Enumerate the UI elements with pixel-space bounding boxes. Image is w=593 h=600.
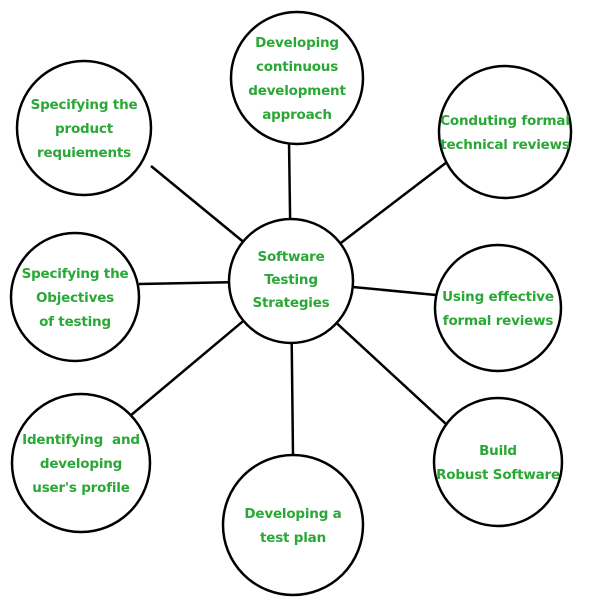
node-label-line: product bbox=[55, 121, 114, 137]
node-label-line: developing bbox=[40, 456, 122, 472]
node-label-line: Testing bbox=[264, 272, 318, 288]
node-label-line: of testing bbox=[39, 314, 111, 330]
node-effective-formal-reviews: Using effective formal reviews bbox=[433, 243, 563, 373]
center-circle bbox=[227, 217, 355, 345]
node-test-plan: Developing a test plan bbox=[221, 453, 365, 597]
connector-users-profile bbox=[129, 319, 245, 417]
connector-product-requirements bbox=[150, 165, 244, 243]
node-circle bbox=[433, 243, 563, 373]
node-label-line: Conduting formal bbox=[440, 113, 570, 129]
node-label-line: Using effective bbox=[442, 289, 554, 305]
node-label-line: Build bbox=[479, 443, 517, 459]
node-label-line: continuous bbox=[256, 59, 338, 75]
node-label-line: test plan bbox=[260, 530, 326, 546]
connector-testing-objectives bbox=[138, 280, 230, 286]
connector-continuous-development bbox=[287, 140, 292, 220]
node-users-profile: Identifying and developing user's profile bbox=[10, 392, 152, 534]
node-label-line: development bbox=[248, 83, 346, 99]
node-label-line: Robust Software bbox=[436, 467, 560, 483]
node-label-line: Objectives bbox=[36, 290, 114, 306]
node-circle bbox=[437, 64, 573, 200]
node-label-line: Specifying the bbox=[31, 97, 138, 113]
node-circle bbox=[221, 453, 365, 597]
node-label-line: Identifying and bbox=[22, 432, 140, 448]
connectors bbox=[129, 140, 448, 456]
node-label-line: Developing a bbox=[244, 506, 341, 522]
node-label-line: formal reviews bbox=[443, 313, 554, 329]
node-circle bbox=[229, 10, 365, 146]
node-circle bbox=[10, 392, 152, 534]
connector-test-plan bbox=[290, 342, 295, 456]
node-label-line: Specifying the bbox=[22, 266, 129, 282]
node-label-line: requiements bbox=[37, 145, 131, 161]
node-circle bbox=[9, 231, 141, 363]
node-label-line: Software bbox=[257, 249, 324, 265]
node-label-line: approach bbox=[262, 107, 332, 123]
node-label-line: Strategies bbox=[252, 295, 329, 311]
node-product-requirements: Specifying the product requiements bbox=[15, 59, 153, 197]
node-label-line: technical reviews bbox=[440, 137, 570, 153]
connector-robust-software bbox=[335, 322, 447, 425]
node-circle bbox=[432, 396, 564, 528]
connector-formal-technical-reviews bbox=[339, 161, 448, 245]
connector-effective-formal-reviews bbox=[352, 285, 437, 297]
node-continuous-development: Developing continuous development approach bbox=[229, 10, 365, 146]
nodes: Developing continuous development approach C… bbox=[9, 10, 573, 597]
node-circle bbox=[15, 59, 153, 197]
node-label-line: user's profile bbox=[32, 480, 129, 496]
node-label-line: Developing bbox=[255, 35, 339, 51]
node-formal-technical-reviews: Conduting formal technical reviews bbox=[437, 64, 573, 200]
